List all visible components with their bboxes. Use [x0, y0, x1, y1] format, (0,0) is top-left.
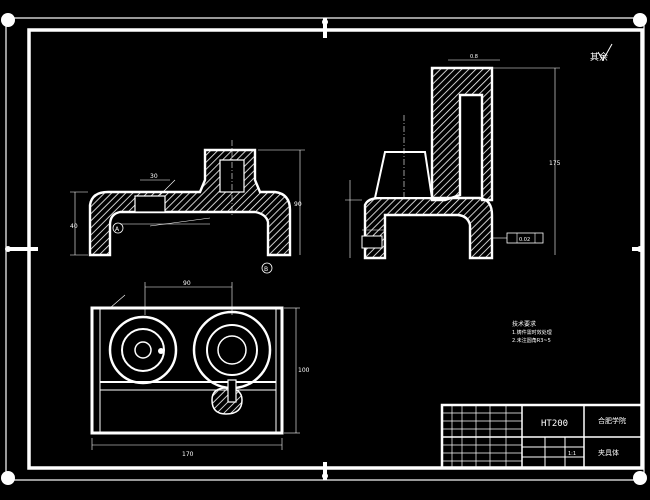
side-base-section [363, 196, 494, 260]
tech-req-heading: 技术要求 [512, 320, 536, 328]
front-height: 90 [294, 201, 302, 208]
callout-b: B [264, 266, 268, 273]
tech-req-line-1: 1.铸件需时效处理 [512, 329, 552, 336]
plan-view: 170 90 100 [90, 280, 310, 458]
surface-roughness-mark: 其余 [590, 43, 613, 63]
plan-top-dim: 90 [183, 280, 191, 287]
part-name: 夹具体 [598, 448, 619, 457]
title-block: HT200 合肥学院 夹具体 1:1 [440, 403, 644, 470]
callout-a-circle [112, 222, 124, 234]
side-rough-value: 0.8 [470, 54, 478, 60]
school-name: 合肥学院 [598, 416, 626, 425]
scale-value: 1:1 [568, 451, 576, 457]
material-label: HT200 [541, 419, 568, 429]
side-height: 175 [549, 160, 561, 167]
front-view: 40 90 30 A B [70, 140, 305, 274]
plan-section-detail [211, 387, 243, 415]
roughness-symbol-icon [597, 43, 613, 61]
callout-b-circle [261, 262, 273, 274]
technical-requirements: 技术要求 1.铸件需时效处理 2.未注圆角R3~5 [512, 320, 552, 344]
side-slot [361, 235, 383, 249]
tolerance-value: 0.02 [519, 237, 530, 243]
plan-width: 170 [182, 451, 194, 458]
plan-outline [90, 306, 284, 435]
tech-req-line-2: 2.未注圆角R3~5 [512, 337, 551, 344]
callout-a: A [115, 226, 120, 233]
side-view: 175 0.8 0.02 [345, 54, 561, 260]
sheet-border [1, 13, 647, 485]
front-top-dim: 30 [150, 173, 158, 180]
side-column-section [430, 66, 494, 202]
plan-height: 100 [298, 367, 310, 374]
front-section [88, 148, 292, 257]
front-slot [134, 195, 166, 213]
side-boss [373, 151, 434, 199]
front-left-height: 40 [70, 223, 78, 230]
